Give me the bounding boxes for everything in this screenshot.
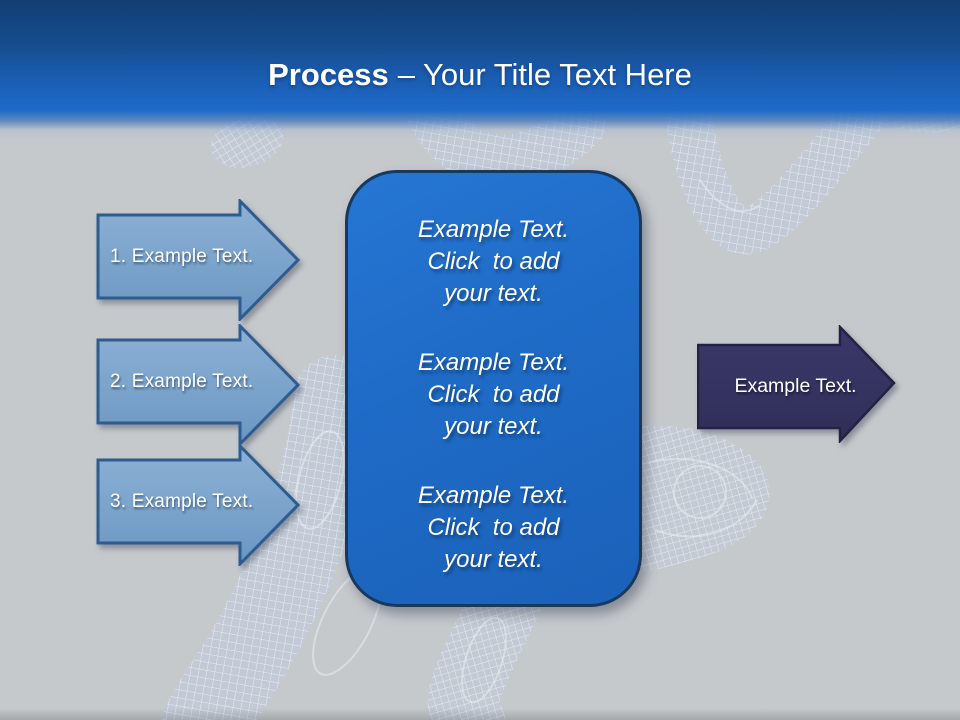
output-arrow-shape [697,325,896,443]
detail-card: Example Text. Click to add your text. Ex… [345,170,642,607]
runner-mesh-shapes [162,71,960,720]
output-arrow: Example Text. [697,325,897,443]
mesh-contour-lines [295,179,761,704]
card-text-block-1: Example Text. Click to add your text. [417,215,570,307]
card-text-block-2: Example Text. Click to add your text. [417,348,570,440]
slide-title: Process– Your Title Text Here [0,56,960,94]
step-arrow-1: 1. Example Text. [96,199,301,321]
step-arrow-2: 2. Example Text. [96,324,301,446]
step-arrow-2-label: 2. Example Text. [110,370,254,392]
step-arrow-3-label: 3. Example Text. [110,490,254,512]
step-arrow-3-shape [96,444,301,566]
output-arrow-label: Example Text. [734,375,857,397]
card-text-block-3: Example Text. Click to add your text. [417,481,570,573]
title-rest-text: – Your Title Text Here [397,57,692,92]
step-arrow-3: 3. Example Text. [96,444,301,566]
step-arrow-2-shape [96,324,301,446]
step-arrow-1-shape [96,199,301,321]
step-arrow-1-label: 1. Example Text. [110,245,254,267]
title-bold-text: Process [268,57,389,92]
